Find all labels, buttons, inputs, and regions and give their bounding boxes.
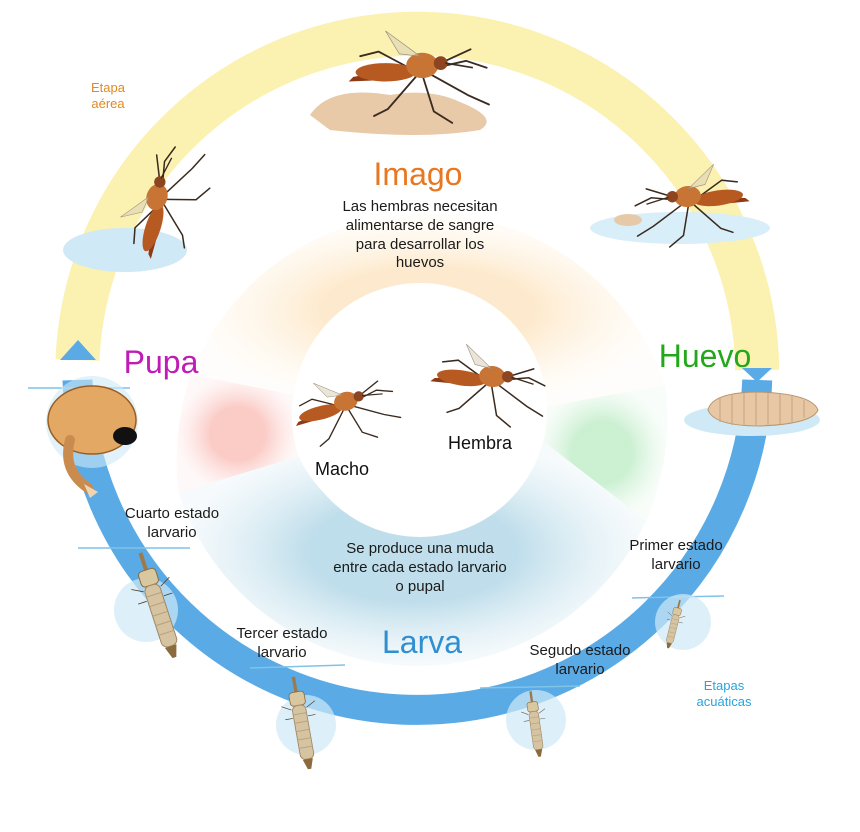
male-label: Macho bbox=[314, 459, 370, 479]
aquatic-stage-ring bbox=[62, 379, 773, 725]
second-instar-label: Segudo estado larvario bbox=[529, 642, 631, 678]
fourth-instar-label: Cuarto estado larvario bbox=[124, 505, 220, 541]
aerial-stage-label: Etapa aérea bbox=[91, 80, 125, 112]
aerial-stage-ring bbox=[55, 11, 780, 371]
first-instar-label: Primer estado larvario bbox=[629, 537, 723, 573]
larva-title: Larva bbox=[381, 624, 463, 660]
third-instar-label: Tercer estado larvario bbox=[236, 625, 328, 661]
larva-sector bbox=[178, 436, 647, 666]
larva-description: Se produce una muda entre cada estado la… bbox=[333, 540, 507, 595]
feeding-mosquito-illustration bbox=[310, 29, 490, 135]
fourth-instar-larva-illustration bbox=[78, 544, 196, 666]
emerging-adult-illustration bbox=[63, 135, 220, 272]
pupa-sector bbox=[176, 374, 299, 493]
imago-title: Imago bbox=[373, 156, 463, 192]
third-instar-larva-illustration bbox=[249, 664, 346, 774]
egg-raft-illustration bbox=[684, 391, 820, 436]
center-circle bbox=[293, 283, 547, 537]
pupa-title: Pupa bbox=[123, 344, 199, 380]
second-instar-larva-illustration bbox=[479, 685, 581, 760]
egg-laying-mosquito-illustration bbox=[590, 159, 770, 252]
female-label: Hembra bbox=[447, 433, 513, 453]
huevo-title: Huevo bbox=[658, 338, 752, 374]
aquatic-ring-arrow-head bbox=[60, 340, 96, 360]
imago-description: Las hembras necesitan alimentarse de san… bbox=[342, 198, 498, 272]
first-instar-larva-illustration bbox=[631, 594, 725, 652]
imago-sector bbox=[191, 213, 665, 408]
aquatic-ring-arrow-tail bbox=[742, 368, 772, 382]
huevo-sector bbox=[536, 384, 668, 521]
pupa-illustration bbox=[28, 376, 138, 498]
aquatic-stage-label: Etapas acuáticas bbox=[696, 678, 752, 710]
